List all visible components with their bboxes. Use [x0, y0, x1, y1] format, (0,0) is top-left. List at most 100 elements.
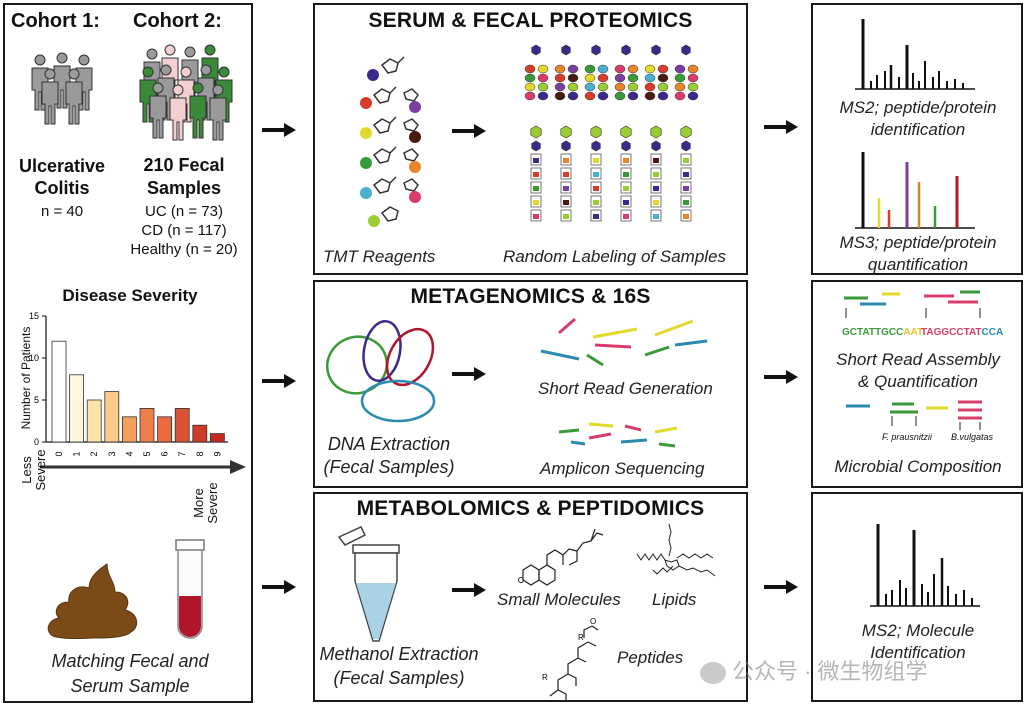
sample-drop: [627, 82, 639, 92]
dna-line2: (Fecal Samples): [323, 457, 455, 477]
proteomics-title: SERUM & FECAL PROTEOMICS: [368, 9, 693, 32]
ms-molecule-panel: [811, 492, 1023, 702]
vial-label: [683, 158, 689, 163]
arrow-right-icon: [262, 374, 296, 388]
sample-drop: [554, 91, 566, 101]
seq2-tail: CCA: [981, 327, 1004, 338]
vial-label: [653, 200, 659, 205]
vial-label: [533, 214, 539, 219]
peptide-molecule-icon: R R O: [542, 617, 599, 702]
sample-drop: [687, 82, 699, 92]
sample-drop: [567, 73, 579, 83]
seq2: TAGGCCTATCCA: [921, 327, 1003, 338]
sample-drop: [567, 64, 579, 74]
x-tick-label: 5: [142, 451, 152, 456]
cohort2-label-line1: 210 Fecal: [143, 155, 225, 175]
sample-drop: [614, 64, 626, 74]
metabolomics-title: METABOLOMICS & PEPTIDOMICS: [356, 497, 705, 520]
severity-bar: [174, 407, 190, 443]
seq1-main: GCTATTGCC: [842, 327, 904, 338]
tag-hexagon: [561, 140, 571, 152]
cohort1-label: Ulcerative Colitis: [8, 155, 116, 199]
f-prau-label: F. prausnitzii: [882, 432, 932, 442]
severity-bar: [86, 399, 102, 443]
sample-drop: [674, 91, 686, 101]
sample-drop: [687, 64, 699, 74]
x-tick-label: 0: [54, 451, 64, 456]
ms2-line1: MS2; peptide/protein: [839, 98, 997, 117]
tag-hexagon: [621, 140, 631, 152]
ms-proteomics-panel: [811, 3, 1023, 275]
x-tick-label: 9: [212, 451, 222, 456]
sample-drop: [567, 82, 579, 92]
tag-hexagon: [530, 125, 542, 139]
sample-drop: [597, 64, 609, 74]
sample-drop: [674, 64, 686, 74]
severity-arrow-head: [230, 460, 246, 474]
seq2-main: TAGGCCTAT: [921, 327, 982, 338]
sample-drop: [614, 91, 626, 101]
vial-label: [683, 214, 689, 219]
tag-hexagon: [620, 125, 632, 139]
sample-drop: [644, 82, 656, 92]
sample-drop: [644, 64, 656, 74]
metagenomics-title: METAGENOMICS & 16S: [410, 285, 651, 308]
ms2-line2: identification: [870, 120, 966, 139]
svg-text:O: O: [590, 617, 596, 626]
y-tick-label: 0: [34, 437, 39, 447]
meth-line2: (Fecal Samples): [333, 668, 465, 688]
vial-label: [683, 200, 689, 205]
sample-drop: [584, 73, 596, 83]
taxa-reads-icon: [846, 400, 982, 430]
lipid-molecule-icon: [636, 523, 716, 577]
sample-drop: [657, 82, 669, 92]
sample-drop: [627, 91, 639, 101]
wechat-icon: [700, 662, 726, 685]
tag-hexagon: [590, 125, 602, 139]
ms3-line1: MS3; peptide/protein: [839, 233, 997, 252]
tag-hexagon: [531, 140, 541, 152]
sample-drop: [537, 91, 549, 101]
severity-bar: [69, 374, 84, 443]
vial-label: [593, 158, 599, 163]
x-tick-label: 6: [160, 451, 170, 456]
sample-drop: [567, 91, 579, 101]
ms3-spectrum-icon: [855, 152, 975, 229]
sample-drop: [537, 64, 549, 74]
sample-drop: [524, 64, 536, 74]
tag-hexagon: [621, 44, 631, 56]
peptides-label: Peptides: [617, 648, 684, 667]
vial-label: [653, 158, 659, 163]
vial-label: [683, 186, 689, 191]
matching-line1: Matching Fecal and: [51, 651, 209, 671]
severity-bar: [157, 416, 173, 443]
short-read-label: Short Read Generation: [538, 379, 713, 398]
severity-bar: [209, 433, 225, 443]
seq1-tail: AAT: [903, 327, 924, 338]
vial-label: [563, 172, 569, 177]
severity-bar: [122, 416, 137, 443]
assembly-line2: & Quantification: [857, 372, 978, 391]
more-severe-text: More Severe: [191, 482, 220, 524]
vial-label: [683, 172, 689, 177]
sample-drop: [657, 73, 669, 83]
vial-label: [563, 186, 569, 191]
arrow-right-icon: [262, 580, 296, 594]
vial-label: [623, 172, 629, 177]
amplicon-reads-icon: [558, 422, 678, 448]
watermark: 公众号 · 微生物组学: [700, 654, 928, 686]
arrow-right-icon: [452, 124, 486, 138]
ms2-mol-line2: Identification: [870, 643, 966, 662]
vial-label: [593, 200, 599, 205]
arrow-right-icon: [764, 370, 798, 384]
svg-text:R: R: [542, 673, 548, 682]
sample-drop: [614, 82, 626, 92]
fecal-sample-icon: [47, 563, 138, 640]
sample-drop: [627, 73, 639, 83]
x-tick-label: 3: [107, 451, 117, 456]
sample-drop: [597, 73, 609, 83]
vial-label: [653, 214, 659, 219]
ms3-line2: quantification: [867, 255, 969, 274]
vial-label: [593, 214, 599, 219]
sample-drop: [524, 73, 536, 83]
